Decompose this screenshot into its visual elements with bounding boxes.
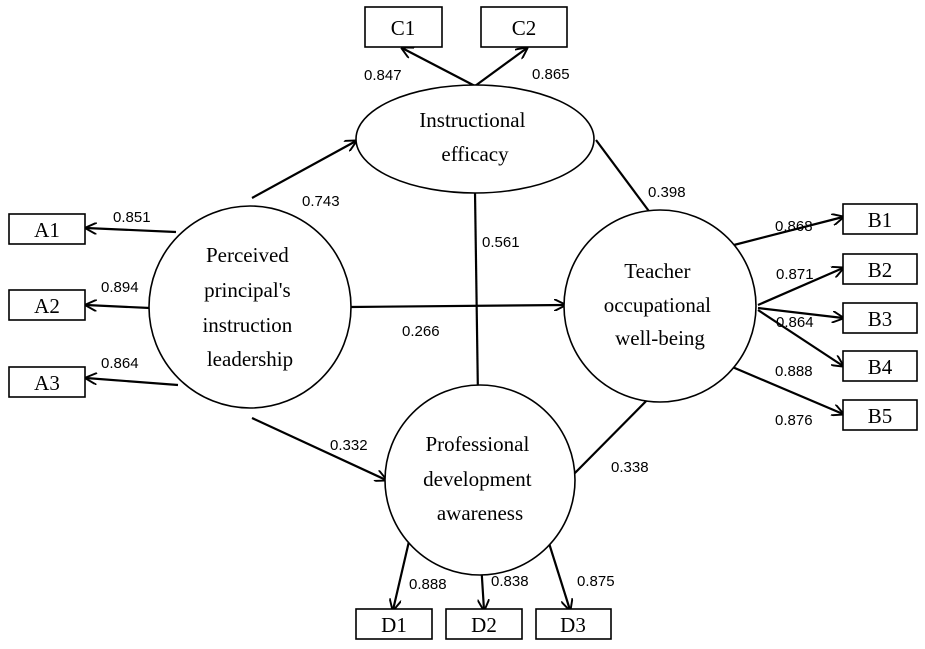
indicator-label: B3	[868, 307, 893, 331]
svg-text:Professional development: Professional development awareness	[423, 432, 537, 525]
indicator-a3: A3	[8, 366, 86, 398]
loading-arrow-a3	[86, 378, 179, 387]
loading-arrow-c1	[402, 48, 476, 87]
loading-label-b4: 0.888	[775, 363, 813, 380]
loading-label-b3: 0.864	[776, 314, 814, 331]
loading-arrow-b4	[757, 309, 843, 366]
loading-label-a3: 0.864	[101, 355, 139, 372]
indicator-b3: B3	[842, 302, 918, 334]
indicator-label: D1	[381, 613, 407, 637]
path-label-ppil-ie: 0.743	[302, 193, 340, 210]
latent-ie: Instructional efficacy	[355, 84, 595, 194]
indicator-b4: B4	[842, 350, 918, 382]
indicator-a2: A2	[8, 289, 86, 321]
latent-ppil-line: instruction	[202, 313, 292, 337]
path-label-ie-pda: 0.561	[482, 234, 520, 251]
indicator-label: A1	[34, 218, 60, 242]
path-arrow-ie-pda	[475, 191, 478, 398]
path-label-ie-tow: 0.398	[648, 184, 686, 201]
loading-arrow-a2	[86, 305, 151, 308]
path-arrow-ppil-tow	[349, 305, 565, 307]
indicator-label: B5	[868, 404, 893, 428]
svg-text:Instructional efficacy: Instructional efficacy	[419, 108, 530, 166]
latent-tow: Teacher occupational well-being	[563, 209, 757, 403]
path-label-pda-tow: 0.338	[611, 459, 649, 476]
loading-arrow-a1	[86, 228, 177, 232]
indicator-label: D2	[471, 613, 497, 637]
loading-arrow-b2	[757, 268, 843, 307]
loading-label-b1: 0.868	[775, 218, 813, 235]
indicator-boxes: A1 A2 A3 C1 C2 B1 B2 B3	[8, 6, 918, 640]
latent-tow-line: well-being	[615, 326, 705, 350]
indicator-c1: C1	[364, 6, 443, 48]
loading-arrow-c2	[474, 48, 527, 87]
loading-arrow-d3	[546, 539, 570, 610]
indicator-b1: B1	[842, 203, 918, 235]
path-arrow-ppil-pda	[251, 417, 386, 480]
loading-label-a2: 0.894	[101, 279, 139, 296]
path-arrow-ppil-ie	[251, 141, 356, 199]
latent-pda-line: awareness	[437, 501, 523, 525]
indicator-label: B4	[868, 355, 893, 379]
indicator-d1: D1	[355, 608, 433, 640]
latent-ie-line: efficacy	[441, 142, 509, 166]
coefficients: 0.851 0.894 0.864 0.847 0.865 0.868 0.87…	[101, 66, 814, 593]
loading-label-c2: 0.865	[532, 66, 570, 83]
latent-pda: Professional development awareness	[384, 384, 576, 576]
latent-ppil-line: Perceived	[206, 243, 289, 267]
latent-ppil-line: leadership	[207, 347, 293, 371]
indicator-label: B1	[868, 208, 893, 232]
indicator-b5: B5	[842, 399, 918, 431]
loading-arrow-b1	[729, 217, 843, 248]
loading-label-c1: 0.847	[364, 67, 402, 84]
indicator-b2: B2	[842, 253, 918, 285]
indicator-d3: D3	[535, 608, 612, 640]
loading-label-a1: 0.851	[113, 209, 151, 226]
loading-arrow-d1	[393, 536, 412, 610]
indicator-a1: A1	[8, 213, 86, 245]
loading-arrow-b3	[757, 306, 843, 318]
path-label-ppil-tow: 0.266	[402, 323, 440, 340]
path-label-ppil-pda: 0.332	[330, 437, 368, 454]
loading-arrow-b5	[729, 364, 843, 414]
loading-label-b2: 0.871	[776, 266, 814, 283]
latent-tow-line: occupational	[604, 293, 711, 317]
indicator-d2: D2	[445, 608, 523, 640]
loading-label-d3: 0.875	[577, 573, 615, 590]
loading-label-d2: 0.838	[491, 573, 529, 590]
latent-tow-line: Teacher	[624, 259, 690, 283]
indicator-c2: C2	[480, 6, 568, 48]
indicator-label: D3	[560, 613, 586, 637]
latent-pda-line: Professional	[425, 432, 529, 456]
indicator-label: C2	[512, 16, 537, 40]
loading-label-d1: 0.888	[409, 576, 447, 593]
latent-ppil: Perceived principal's instruction leader…	[148, 205, 352, 409]
latent-ie-line: Instructional	[419, 108, 525, 132]
indicator-label: A3	[34, 371, 60, 395]
svg-text:Perceived principal's: Perceived principal's instruction leader…	[202, 243, 297, 371]
loading-label-b5: 0.876	[775, 412, 813, 429]
indicator-label: B2	[868, 258, 893, 282]
indicator-label: C1	[391, 16, 416, 40]
svg-text:Teacher occupational: Teacher occupational well-being	[604, 259, 717, 350]
latent-ppil-line: principal's	[204, 278, 291, 302]
indicator-label: A2	[34, 294, 60, 318]
latent-pda-line: development	[423, 467, 532, 491]
arrows	[86, 48, 843, 610]
